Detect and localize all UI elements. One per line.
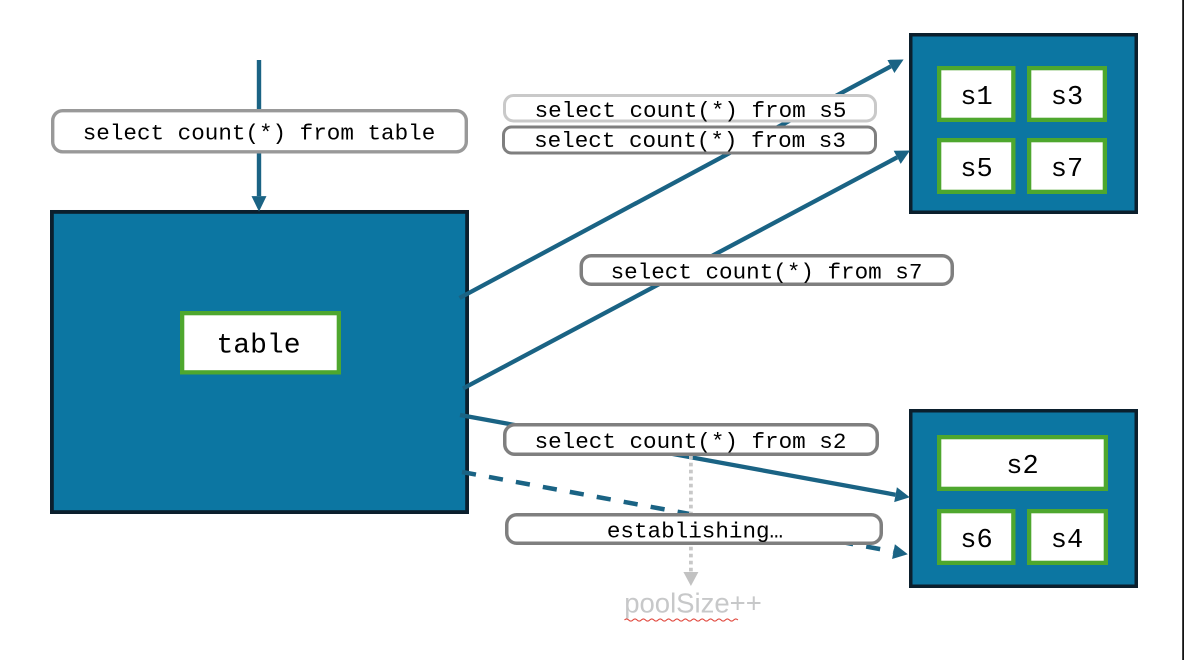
svg-text:s6: s6 [960,526,992,556]
svg-text:select count(*) from table: select count(*) from table [83,120,436,146]
svg-text:poolSize++: poolSize++ [624,588,762,619]
svg-text:s2: s2 [1006,452,1038,482]
svg-text:select count(*) from s2: select count(*) from s2 [535,429,847,455]
svg-text:table: table [216,331,300,362]
svg-text:select count(*) from s7: select count(*) from s7 [611,259,923,285]
svg-text:select count(*) from s3: select count(*) from s3 [534,128,846,154]
svg-text:s7: s7 [1051,155,1083,185]
svg-text:s4: s4 [1051,526,1083,556]
svg-text:establishing…: establishing… [607,518,783,544]
svg-text:s3: s3 [1051,83,1083,113]
svg-text:s1: s1 [960,83,992,113]
svg-text:s5: s5 [960,155,992,185]
svg-text:select count(*) from s5: select count(*) from s5 [535,98,847,124]
